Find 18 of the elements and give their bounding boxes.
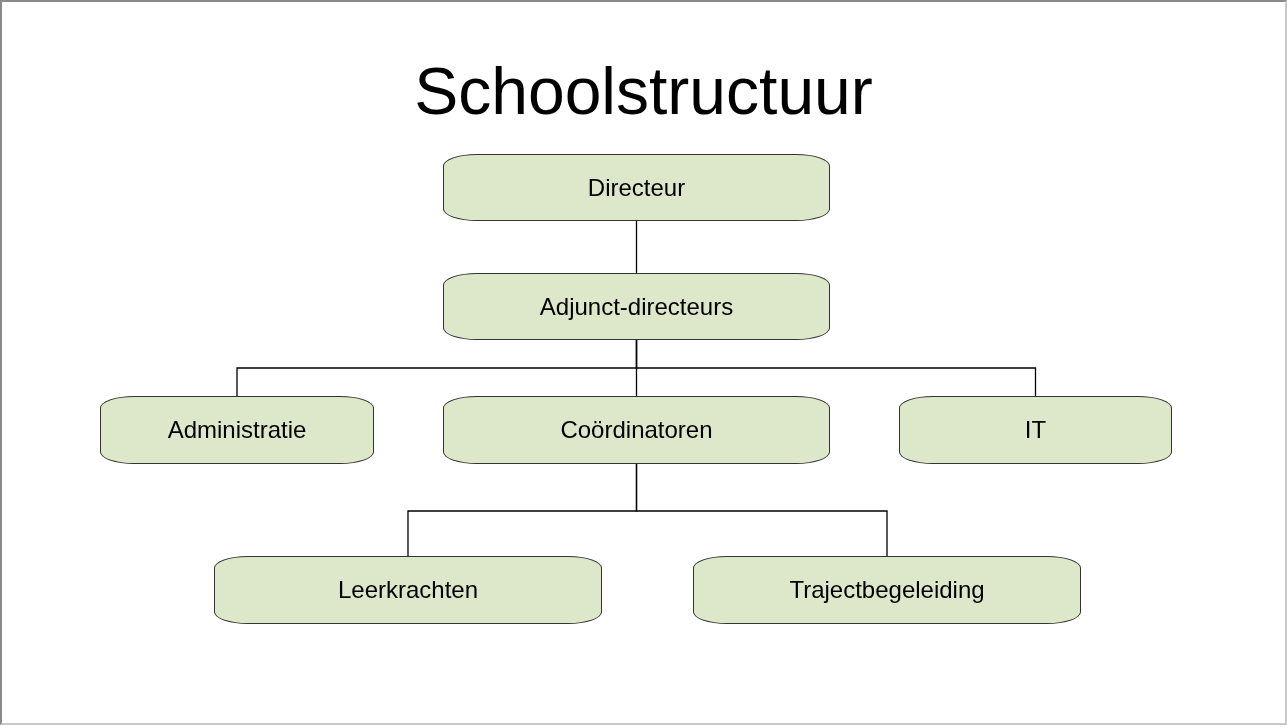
role-label: Coördinatoren bbox=[560, 416, 713, 444]
connector-line bbox=[635, 339, 1037, 397]
title: Schoolstructuur bbox=[413, 58, 874, 124]
org-box bbox=[693, 556, 1081, 624]
connector-line bbox=[635, 220, 638, 274]
org-box bbox=[443, 273, 830, 340]
org-box bbox=[443, 154, 830, 221]
org-box bbox=[443, 396, 830, 464]
role-label: Directeur bbox=[587, 173, 686, 202]
role-label: Adjunct-directeurs bbox=[539, 292, 734, 321]
connector-line bbox=[635, 463, 888, 557]
role-label: Trajectbegeleiding bbox=[789, 576, 985, 604]
org-box bbox=[214, 556, 602, 624]
org-box bbox=[899, 396, 1172, 464]
role-label: Administratie bbox=[167, 416, 307, 444]
org-box bbox=[100, 396, 374, 464]
role-label: IT bbox=[1024, 416, 1047, 444]
role-label: Leerkrachten bbox=[337, 576, 479, 604]
